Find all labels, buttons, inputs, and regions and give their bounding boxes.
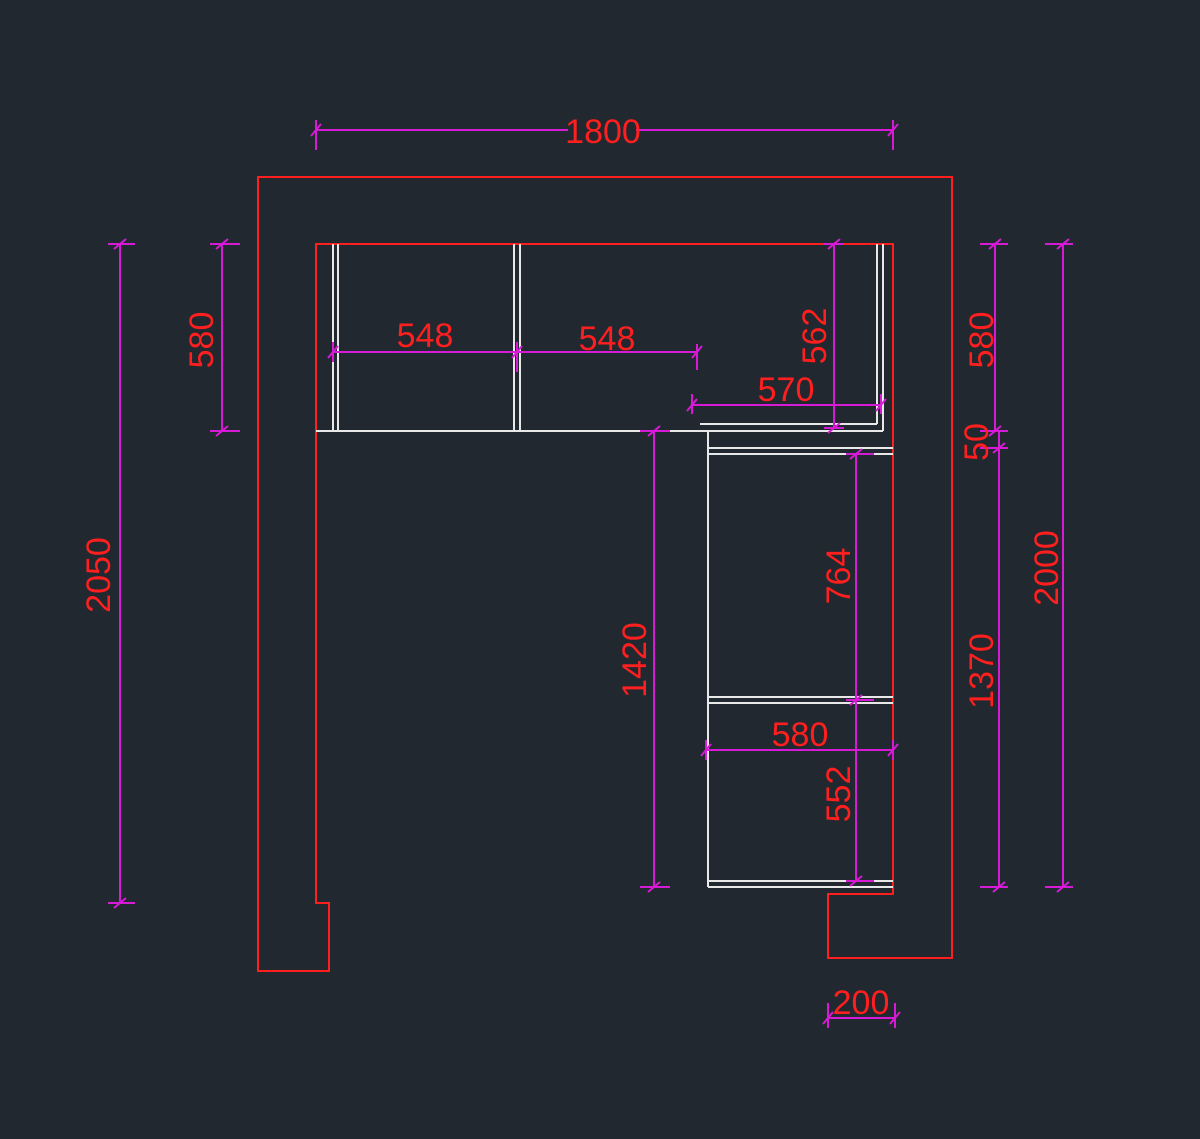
label-548-a: 548 <box>397 317 454 355</box>
dim-562-tick-top <box>827 238 841 250</box>
dim-1800-tick-right <box>887 123 899 137</box>
label-1800: 1800 <box>565 113 641 151</box>
wall-outline <box>257 176 953 972</box>
dim-1420-tick-top <box>647 425 661 437</box>
label-1420: 1420 <box>616 622 654 698</box>
dim-764-tick-top <box>849 448 863 460</box>
label-200: 200 <box>833 984 890 1022</box>
label-1370: 1370 <box>963 633 1001 709</box>
dim-580-left-tick-bottom <box>215 425 229 437</box>
dim-580-right-tick-top <box>988 238 1002 250</box>
label-580-left: 580 <box>183 312 221 369</box>
dim-1370-tick-bottom <box>992 881 1006 893</box>
dim-548-tick-mid <box>511 345 523 359</box>
dim-1800-tick-left <box>310 123 322 137</box>
label-548-b: 548 <box>579 320 636 358</box>
label-552: 552 <box>820 766 858 823</box>
dim-562-tick-bottom <box>827 422 841 434</box>
label-562: 562 <box>796 308 834 365</box>
dim-548-tick-right <box>691 345 703 359</box>
dimension-labels: 1800 548 548 570 580 200 2050 580 562 58… <box>80 113 1066 1022</box>
dim-764-tick-bottom <box>849 694 863 706</box>
label-580-right: 580 <box>963 312 1001 369</box>
dim-200-tick-right <box>889 1011 901 1025</box>
dim-570-tick-left <box>686 398 698 412</box>
dim-2050-tick-bottom <box>113 897 127 909</box>
dim-200-tick-left <box>822 1011 834 1025</box>
dim-580-cab-tick-right <box>887 743 899 757</box>
label-570: 570 <box>758 371 815 409</box>
dimension-lines <box>108 120 1073 1028</box>
dim-548-tick-left <box>327 345 339 359</box>
wall-outer-path <box>257 176 953 972</box>
label-580-cabinet: 580 <box>772 716 829 754</box>
dim-50-tick-top <box>988 425 1002 437</box>
dim-552-tick-bottom <box>849 875 863 887</box>
dim-2000-tick-bottom <box>1056 881 1070 893</box>
dim-2050-tick-top <box>113 238 127 250</box>
dim-580-cab-tick-left <box>700 743 712 757</box>
label-764: 764 <box>820 548 858 605</box>
dim-2000-tick-top <box>1056 238 1070 250</box>
label-50: 50 <box>958 423 996 461</box>
label-2000: 2000 <box>1028 530 1066 606</box>
label-2050: 2050 <box>80 537 118 613</box>
dim-1420-tick-bottom <box>647 881 661 893</box>
dim-580-left-tick-top <box>215 238 229 250</box>
dim-570-tick-right <box>875 398 887 412</box>
